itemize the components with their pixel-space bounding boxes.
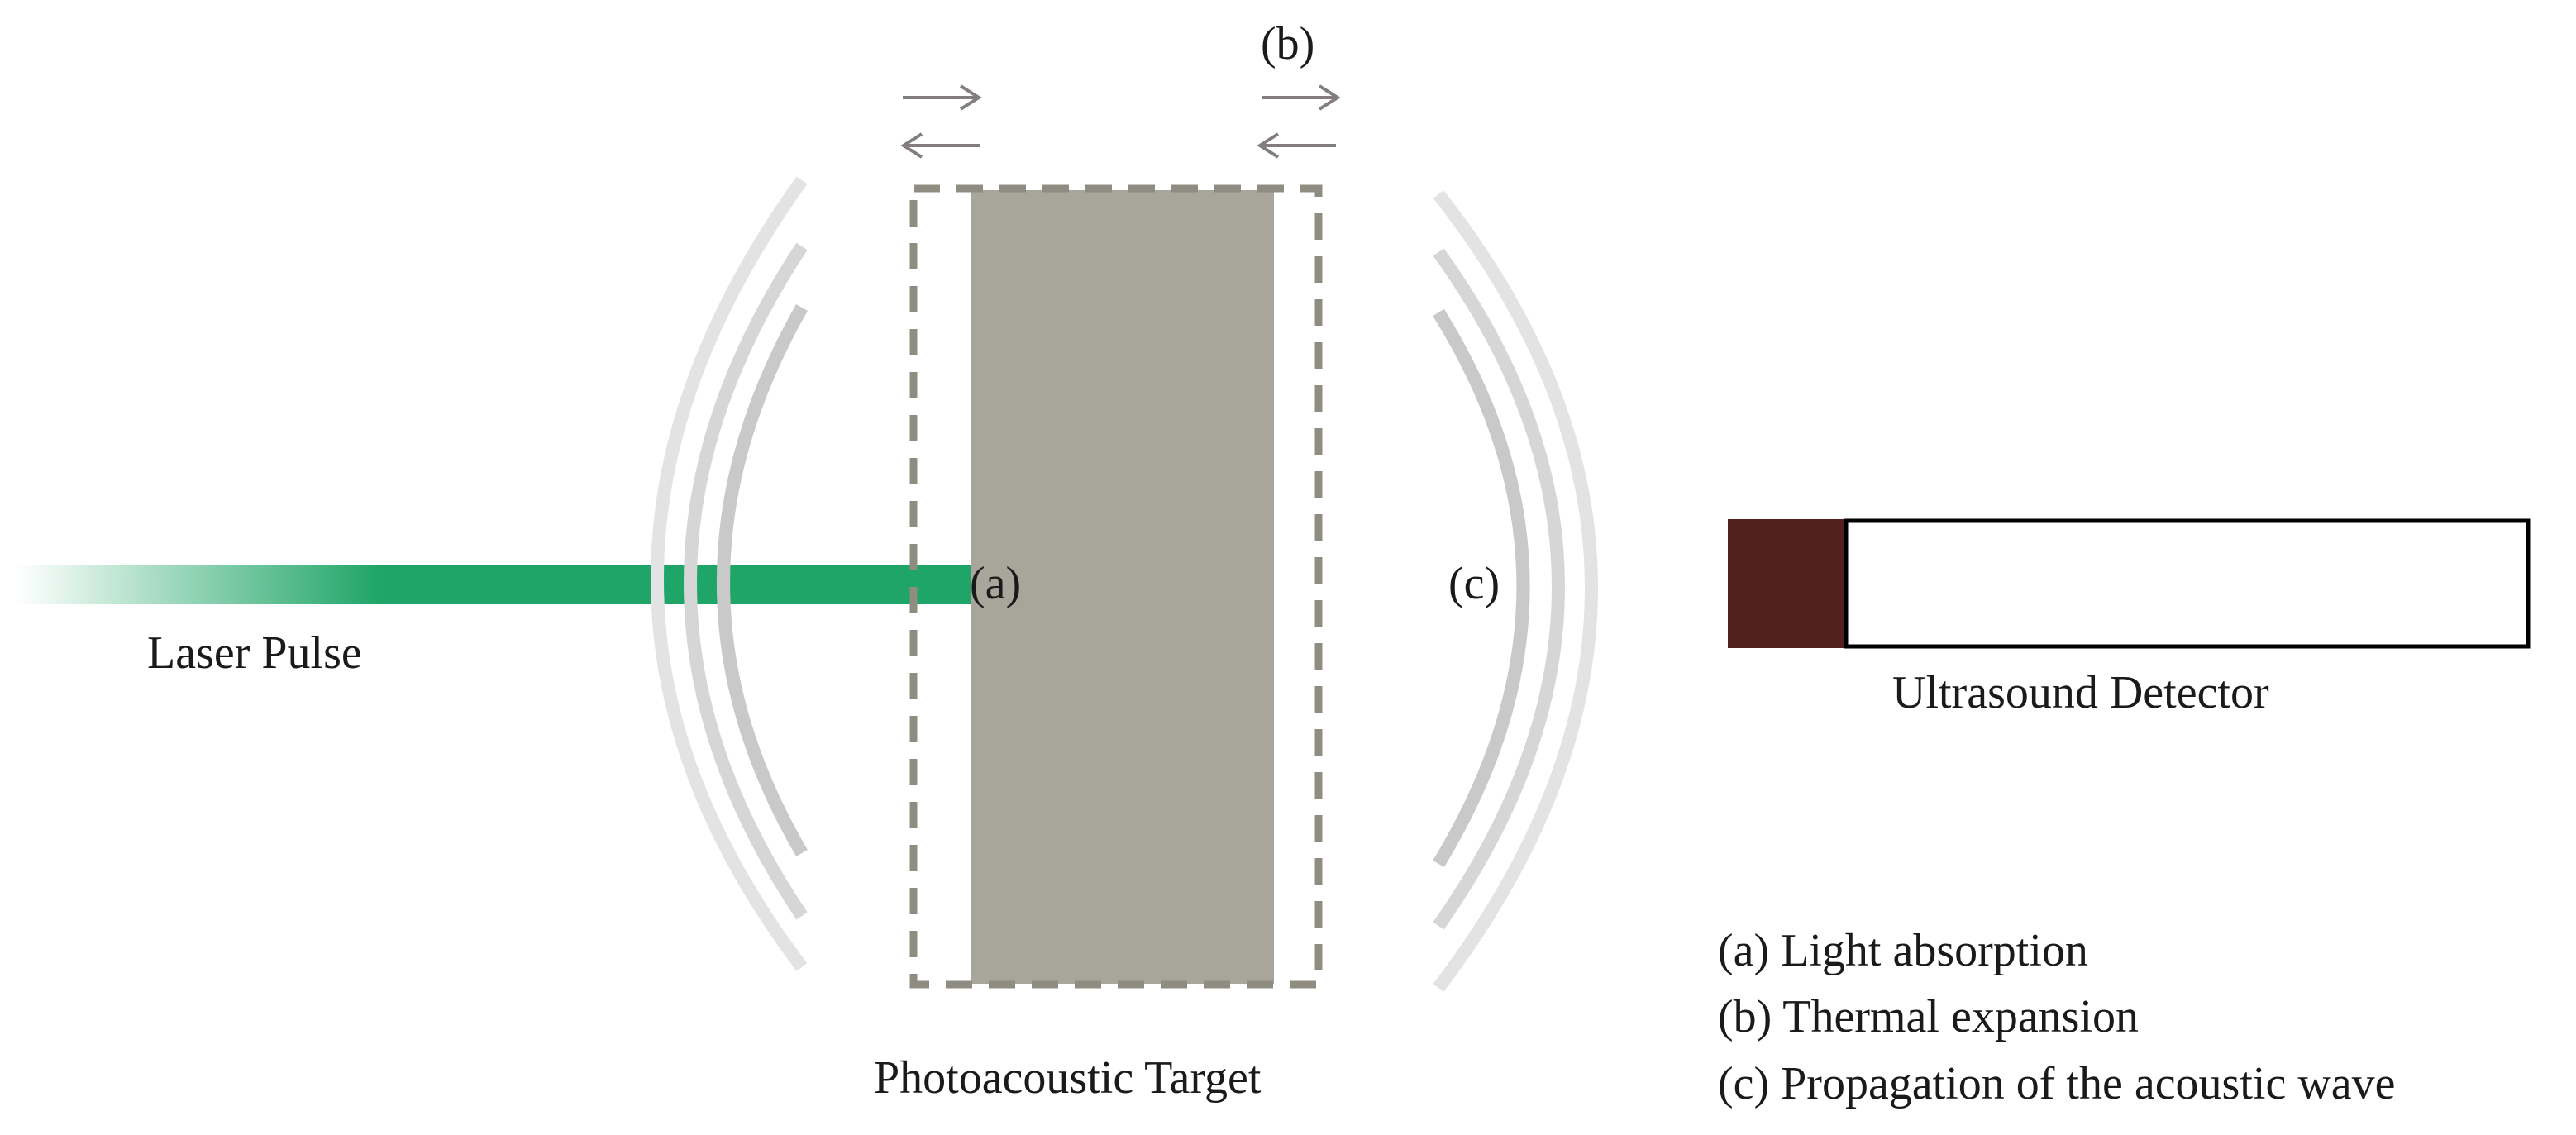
laser-beam [17,565,971,604]
left-wave-middle [684,242,808,920]
target-label: Photoacoustic Target [874,1052,1262,1104]
legend-item-a: (a) Light absorption [1718,925,2088,976]
right-wave-inner [1433,308,1530,868]
legend-item-c: (c) Propagation of the acoustic wave [1718,1058,2396,1109]
left-expansion-arrows [900,84,982,159]
detector-element [1728,519,1846,648]
detector-label: Ultrasound Detector [1892,667,2269,718]
legend-item-b: (b) Thermal expansion [1718,991,2140,1042]
laser-pulse-label: Laser Pulse [147,627,362,679]
right-wave-outer [1433,190,1598,992]
target-body [971,190,1274,984]
right-acoustic-waves [1433,190,1598,992]
right-wave-middle [1433,248,1565,930]
label-a: (a) [970,558,1022,609]
label-b: (b) [1261,18,1315,69]
left-wave-inner [717,304,808,857]
right-expansion-arrows [1257,84,1341,159]
left-acoustic-waves [651,176,808,971]
label-c: (c) [1448,558,1500,609]
left-wave-outer [651,176,808,971]
detector-housing [1844,518,2531,649]
